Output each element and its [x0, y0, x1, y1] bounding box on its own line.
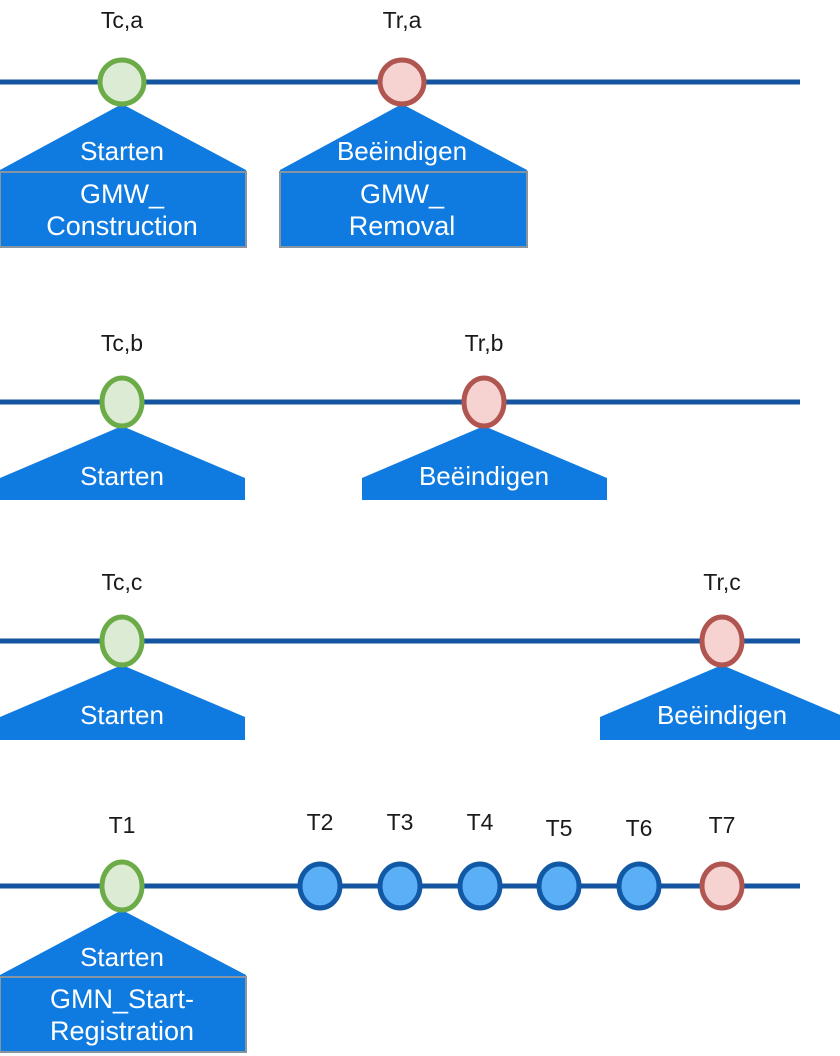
t2-marker[interactable]	[297, 861, 343, 911]
tr-b-tick-label: Tr,b	[465, 330, 504, 356]
t7-tick-label: T7	[709, 812, 736, 838]
tr-b-marker[interactable]	[461, 375, 507, 429]
t1-marker[interactable]	[99, 859, 145, 913]
tr-c-tick-label: Tr,c	[703, 569, 740, 595]
t4-marker[interactable]	[457, 861, 503, 911]
tr-a-pennant-box-line: GMW_	[360, 179, 445, 209]
t3-tick-label: T3	[387, 809, 414, 835]
tr-c-pennant-action-label: Beëindigen	[657, 700, 787, 730]
t4-tick-label: T4	[467, 809, 494, 835]
tc-b-tick-label: Tc,b	[101, 330, 143, 356]
tc-b-pennant[interactable]: Starten	[0, 426, 245, 500]
tc-c-pennant[interactable]: Starten	[0, 665, 245, 740]
t5-marker[interactable]	[536, 861, 582, 911]
t1-tick-label: T1	[109, 812, 136, 838]
tc-c-pennant-action-label: Starten	[80, 700, 164, 730]
tr-c-marker[interactable]	[699, 614, 745, 668]
t1-pennant-box	[0, 976, 247, 1053]
tr-a-pennant-action-label: Beëindigen	[337, 136, 467, 166]
tc-a-tick-label: Tc,a	[101, 7, 143, 33]
t2-tick-label: T2	[307, 809, 334, 835]
t1-pennant-box-line: Registration	[50, 1016, 194, 1046]
t6-marker[interactable]	[616, 861, 662, 911]
tc-c-marker[interactable]	[99, 614, 145, 668]
tr-a-pennant-box	[279, 171, 528, 248]
tc-a-pennant-box	[0, 171, 247, 248]
tc-a-pennant-box-line: Construction	[46, 211, 198, 241]
t6-tick-label: T6	[626, 815, 653, 841]
tr-a-tick-label: Tr,a	[383, 7, 422, 33]
tc-a-pennant-action-label: Starten	[80, 136, 164, 166]
tr-b-pennant-action-label: Beëindigen	[419, 461, 549, 491]
tc-b-pennant-action-label: Starten	[80, 461, 164, 491]
render-layer: StartenGMW_ConstructionBeëindigenGMW_Rem…	[0, 7, 840, 1053]
tc-c-tick-label: Tc,c	[102, 569, 143, 595]
tr-b-pennant-shape	[362, 426, 607, 500]
t5-tick-label: T5	[546, 815, 573, 841]
timeline-a: StartenGMW_ConstructionBeëindigenGMW_Rem…	[0, 7, 800, 248]
tc-a-marker[interactable]	[97, 57, 147, 107]
tc-a-pennant-box-line: GMW_	[80, 179, 165, 209]
tr-c-pennant-shape	[600, 665, 840, 740]
t1-pennant-shape	[0, 910, 246, 977]
tr-a-pennant-box-line: Removal	[349, 211, 456, 241]
timeline-c: Starten Beëindigen Tc,c Tr,c	[0, 569, 840, 740]
tr-a-pennant-shape	[280, 104, 527, 172]
t7-marker[interactable]	[699, 861, 745, 911]
t1-pennant-action-label: Starten	[80, 942, 164, 972]
tc-b-marker[interactable]	[99, 375, 145, 429]
timeline-b: Starten Beëindigen Tc,b Tr,b	[0, 330, 800, 500]
tc-b-pennant-shape	[0, 426, 245, 500]
t3-marker[interactable]	[377, 861, 423, 911]
tr-b-pennant[interactable]: Beëindigen	[362, 426, 607, 500]
t1-pennant-box-line: GMN_Start-	[50, 984, 194, 1014]
tr-a-marker[interactable]	[377, 57, 427, 107]
tc-c-pennant-shape	[0, 665, 245, 740]
tc-a-pennant-shape	[0, 104, 246, 172]
tr-c-pennant[interactable]: Beëindigen	[600, 665, 840, 740]
